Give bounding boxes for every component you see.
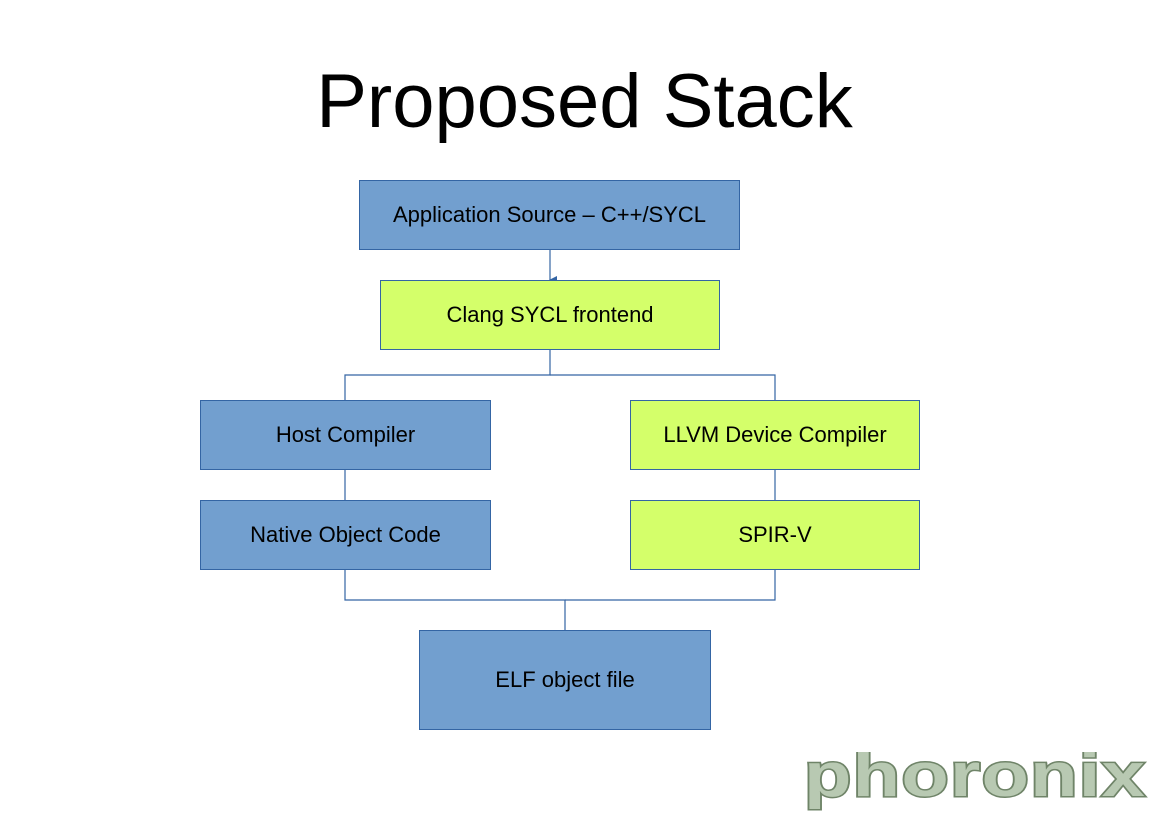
edge-native-to-elf xyxy=(344,570,566,630)
node-elf-object-file: ELF object file xyxy=(419,630,711,730)
node-clang-sycl-frontend: Clang SYCL frontend xyxy=(380,280,720,350)
phoronix-logo: phoronix xyxy=(803,752,1147,812)
edge-clang-to-llvm xyxy=(550,374,776,400)
edge-spirv-to-elf xyxy=(565,570,776,601)
slide-title: Proposed Stack xyxy=(316,59,853,144)
node-host-compiler: Host Compiler xyxy=(200,400,491,470)
phoronix-logo-text: phoronix xyxy=(804,752,1146,810)
node-llvm-device-compiler: LLVM Device Compiler xyxy=(630,400,920,470)
edge-clang-to-host xyxy=(344,350,551,400)
node-native-object-code: Native Object Code xyxy=(200,500,491,570)
node-application-source: Application Source – C++/SYCL xyxy=(359,180,740,250)
node-spirv: SPIR-V xyxy=(630,500,920,570)
